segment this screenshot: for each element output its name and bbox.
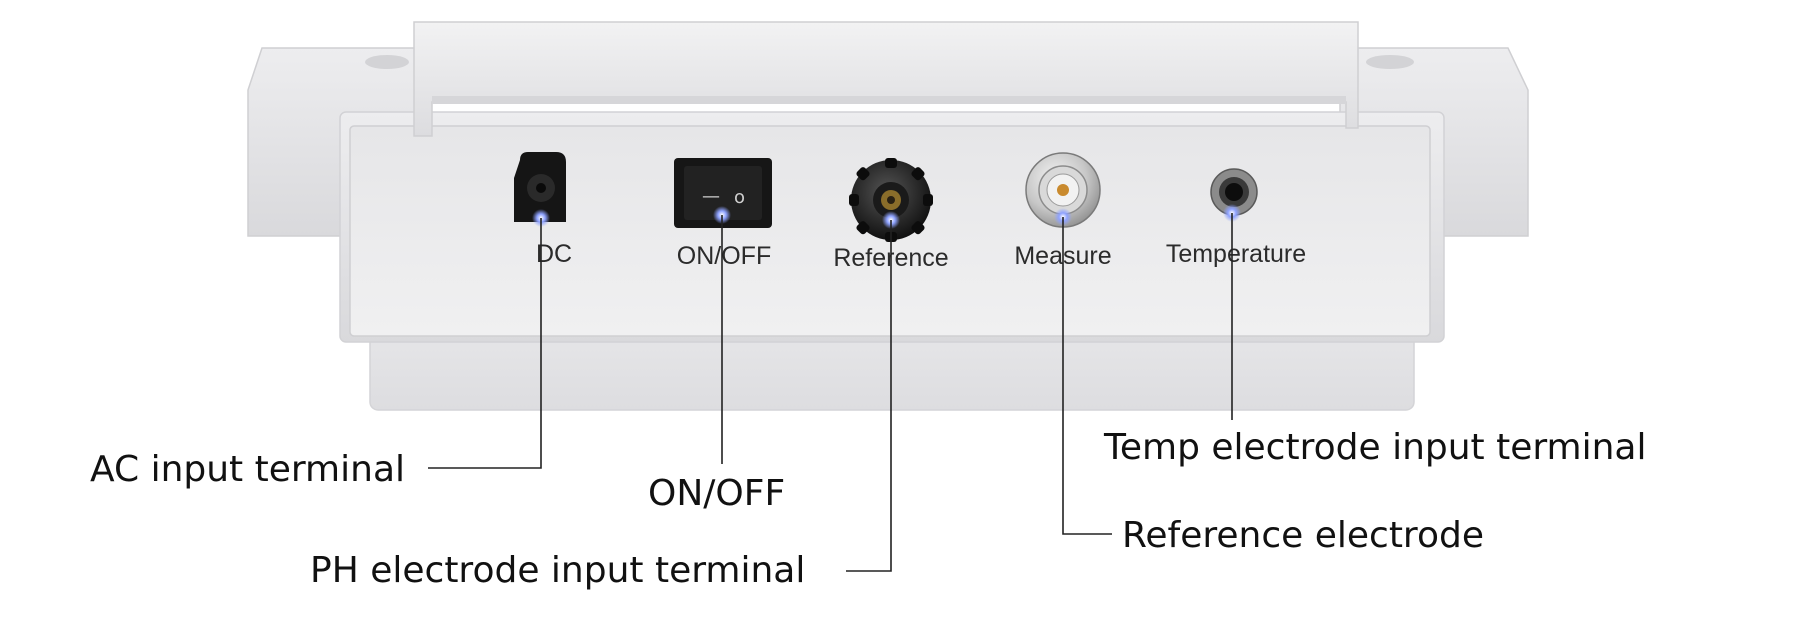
switch-off-mark: — <box>702 186 720 207</box>
callouts: AC input terminal ON/OFF PH electrode in… <box>90 427 1647 591</box>
callout-reference-electrode: Reference electrode <box>1122 515 1484 556</box>
leader-lines <box>428 213 1233 572</box>
switch-on-mark: o <box>734 187 745 208</box>
callout-ac-input: AC input terminal <box>90 449 405 490</box>
port-on-off[interactable]: — o <box>674 158 772 228</box>
callout-ph-input: PH electrode input terminal <box>310 550 805 591</box>
leader-ac-input <box>428 218 542 469</box>
port-label-on-off: ON/OFF <box>677 242 771 270</box>
callout-on-off: ON/OFF <box>648 473 785 514</box>
meter-housing <box>247 21 1529 411</box>
bnc-connector-icon[interactable] <box>1025 152 1101 228</box>
port-dc[interactable] <box>514 152 566 222</box>
port-measure[interactable] <box>1025 152 1101 228</box>
left-wing-hole <box>365 55 409 69</box>
right-wing-hole <box>1366 55 1414 69</box>
knurled-connector-icon[interactable] <box>849 158 933 242</box>
leader-reference-electrode <box>1062 217 1112 535</box>
port-label-dc: DC <box>536 240 572 268</box>
callout-temp-input: Temp electrode input terminal <box>1103 427 1647 468</box>
port-reference[interactable] <box>849 158 933 242</box>
leader-ph-input <box>846 220 892 572</box>
port-label-temperature: Temperature <box>1166 240 1306 268</box>
